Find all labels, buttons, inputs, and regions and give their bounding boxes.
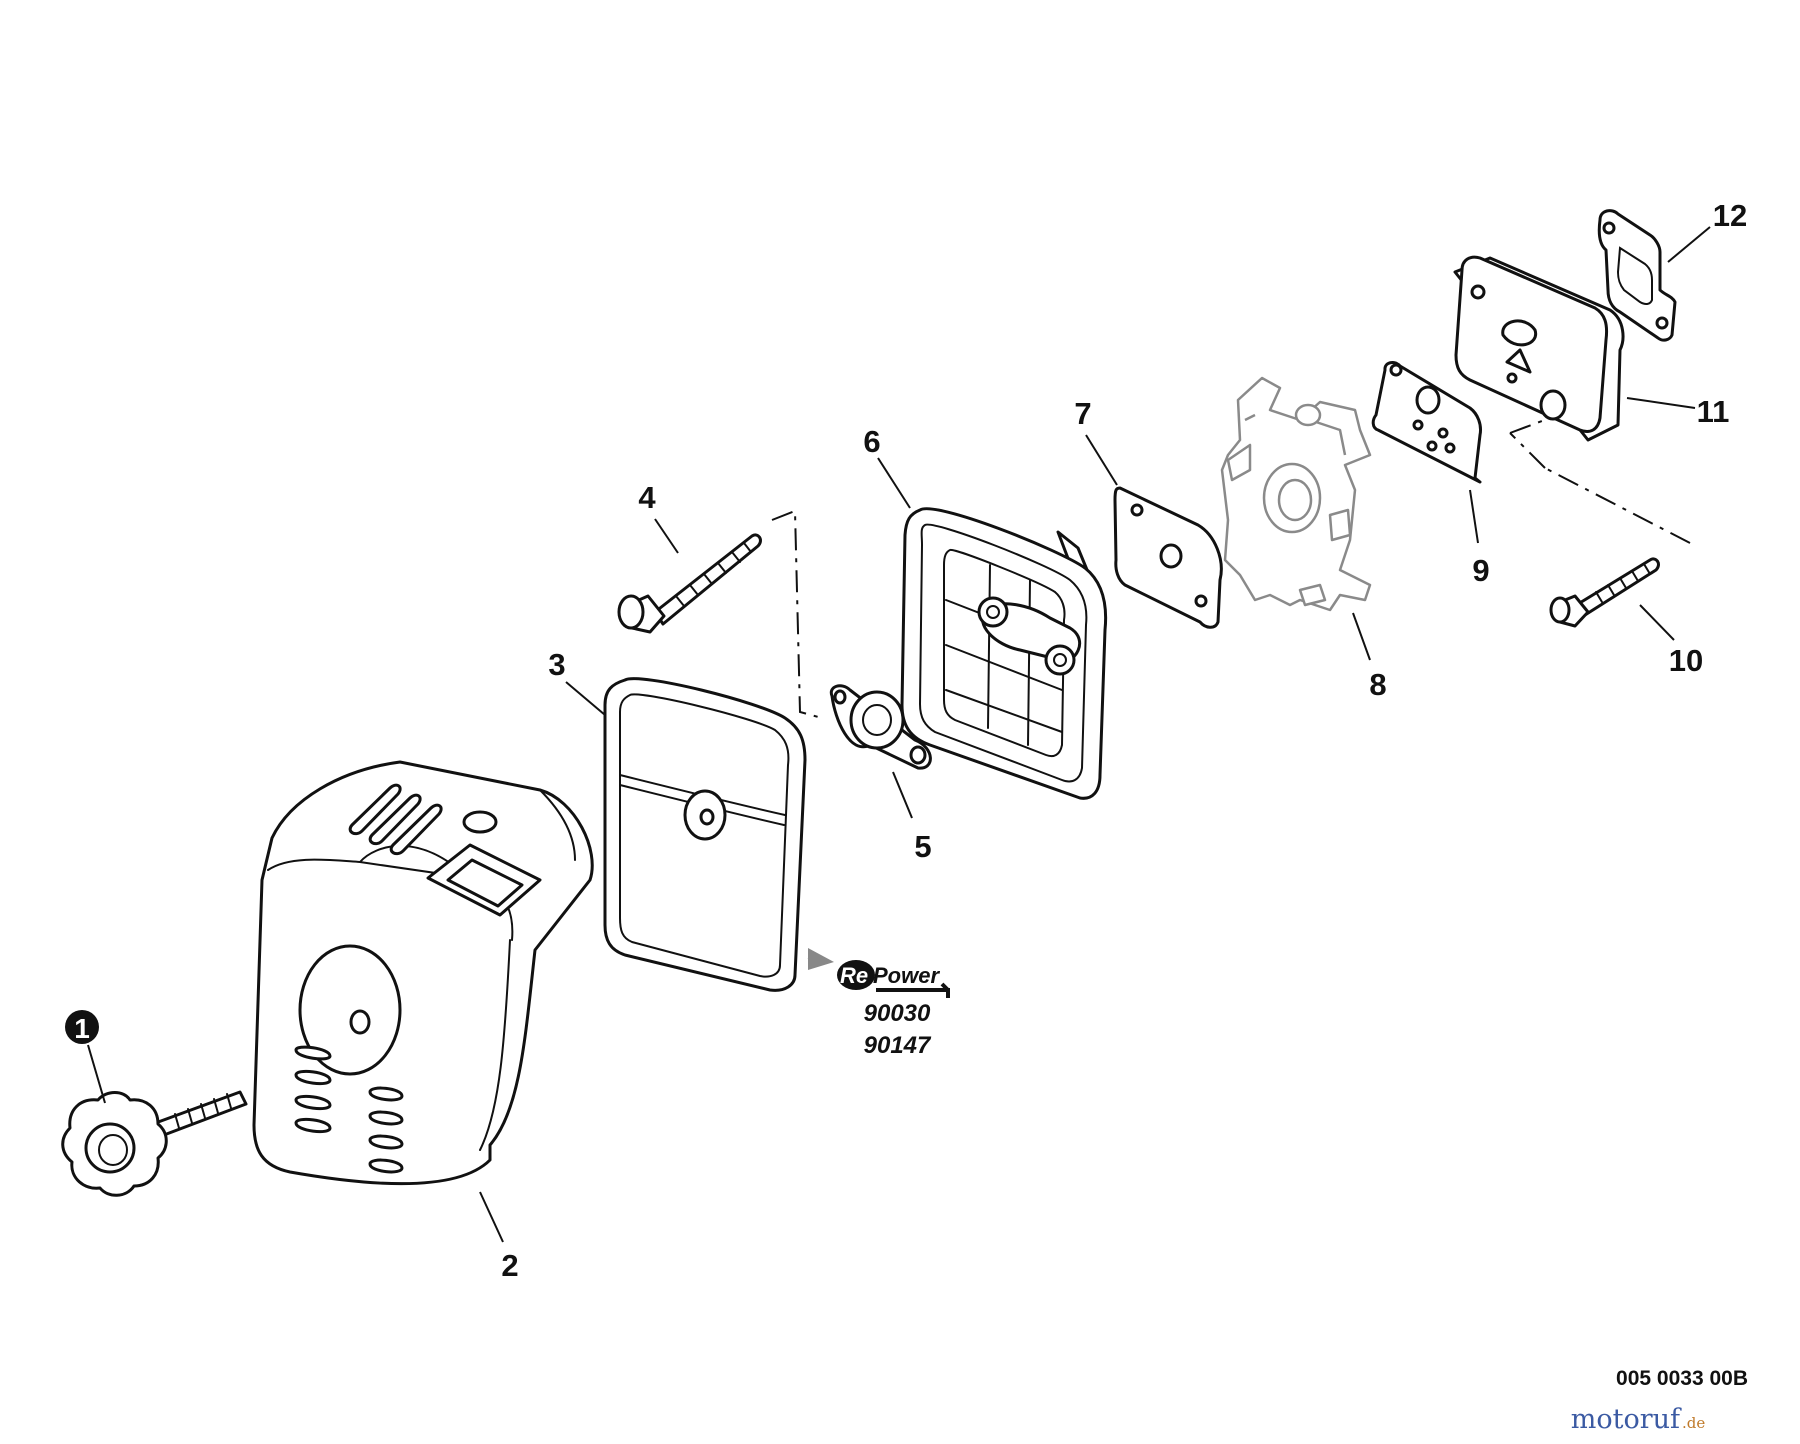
callout-8: 8: [1369, 667, 1386, 702]
filter-cover-icon: [252, 760, 594, 1186]
bolt-icon: [617, 533, 762, 634]
leader-5: [892, 771, 913, 819]
leader-7: [1085, 434, 1118, 486]
repower-logo-icon: Re Power: [837, 960, 950, 998]
diagram-code: 005 0033 00B: [1616, 1367, 1748, 1390]
star-knob-icon: [61, 1090, 248, 1197]
assembly-line-10-11: [1509, 417, 1691, 544]
carburetor-icon: [1220, 376, 1372, 612]
repower-logo-prefix: Re: [840, 963, 868, 988]
callout-11: 11: [1697, 394, 1730, 429]
callout-5: 5: [914, 829, 931, 864]
callout-10: 10: [1669, 643, 1703, 678]
insulator-icon: [1453, 255, 1625, 442]
gasket-icon: [1597, 209, 1677, 342]
plate-icon: [829, 684, 932, 770]
leader-3: [565, 681, 606, 716]
filter-base-icon: [900, 507, 1108, 800]
leader-11: [1626, 397, 1696, 409]
leader-10: [1639, 604, 1675, 641]
watermark-suffix: .de: [1682, 1414, 1705, 1432]
callout-7: 7: [1074, 396, 1091, 431]
air-filter-icon: [603, 677, 807, 992]
watermark-name: motoruf: [1571, 1404, 1682, 1435]
repower-logo-text: Power: [873, 963, 940, 988]
bolt-icon: [1549, 557, 1660, 628]
leader-12: [1667, 226, 1711, 263]
callout-3: 3: [548, 647, 565, 682]
callout-1: 1: [74, 1013, 90, 1044]
leader-4: [654, 518, 679, 554]
leader-1: [87, 1044, 106, 1104]
leader-9: [1469, 489, 1479, 544]
leader-2: [479, 1191, 504, 1243]
repower-part-number: 90147: [864, 1032, 932, 1059]
repower-part-number: 90030: [864, 1000, 931, 1027]
leader-8: [1352, 612, 1371, 661]
insulator-icon: [1371, 361, 1482, 484]
callout-1-badge: [65, 1010, 99, 1044]
callout-6: 6: [863, 424, 880, 459]
callout-12: 12: [1713, 198, 1747, 233]
gasket-icon: [1113, 486, 1223, 629]
repower-arrow-icon: [808, 948, 834, 970]
callout-4: 4: [638, 480, 656, 515]
leader-6: [877, 457, 911, 509]
callout-2: 2: [501, 1248, 518, 1283]
assembly-line-4-5: [771, 509, 823, 719]
watermark: motoruf .de: [1571, 1404, 1706, 1435]
callout-9: 9: [1472, 553, 1489, 588]
